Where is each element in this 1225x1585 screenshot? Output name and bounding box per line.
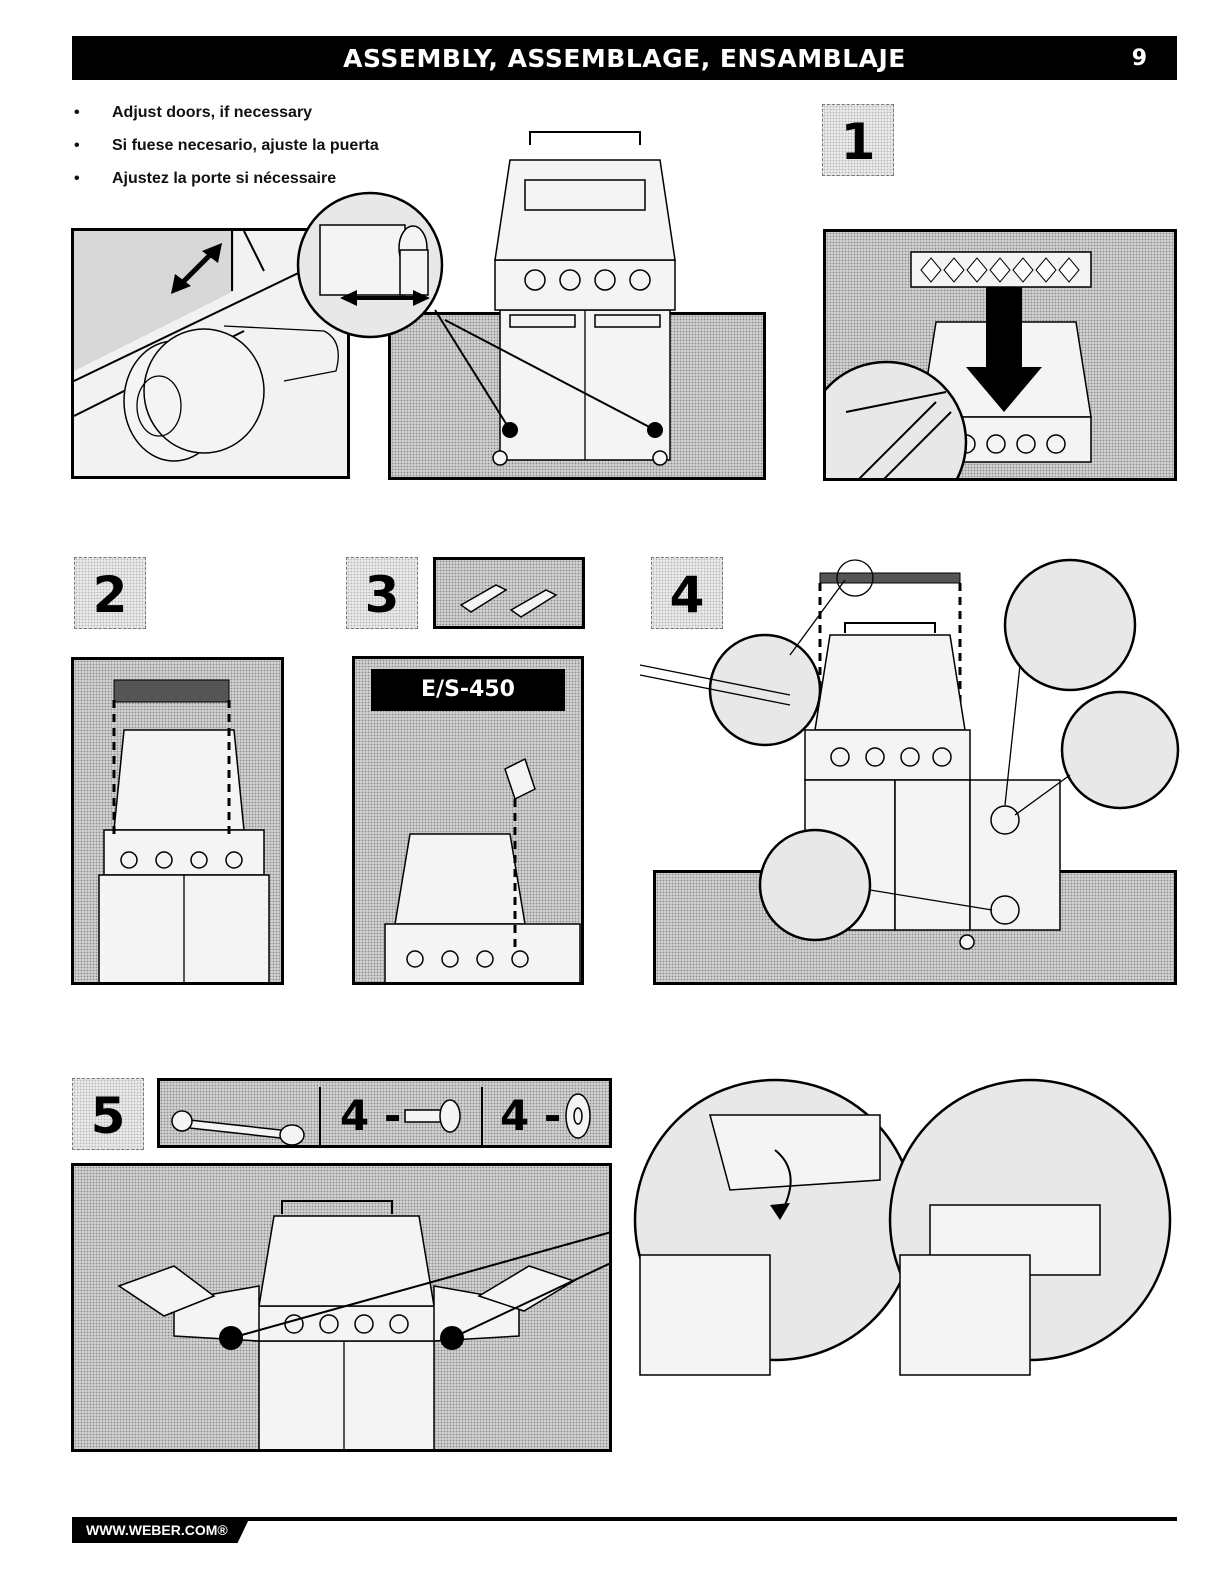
- flavorizer-bar-icon: [436, 560, 585, 629]
- grill-door-illustration: [295, 120, 675, 520]
- step-4-illustration: [630, 555, 1190, 975]
- step-2-panel: [71, 657, 284, 985]
- step-5-illustration: [74, 1166, 612, 1452]
- page-title: ASSEMBLY, ASSEMBLAGE, ENSAMBLAJE: [72, 36, 1177, 80]
- washer-quantity: 4 -: [500, 1089, 561, 1143]
- step-5-parts-box: 4 - 4 -: [157, 1078, 612, 1148]
- screw-icon: [405, 1100, 460, 1132]
- step-2-illustration: [74, 660, 284, 985]
- side-table-detail-illustration: [630, 1075, 1190, 1375]
- page-number: 9: [1132, 36, 1147, 80]
- step-3-panel: E/S-450: [352, 656, 584, 985]
- step-1-panel: [823, 229, 1177, 481]
- step-1-illustration: [826, 232, 1177, 481]
- step-3-parts-box: [433, 557, 585, 629]
- step-5-number: 5: [72, 1078, 144, 1150]
- wrench-icon: [172, 1111, 304, 1145]
- step-5-panel: [71, 1163, 612, 1452]
- step-1-number: 1: [822, 104, 894, 176]
- washer-icon: [566, 1094, 590, 1138]
- step-3-illustration: [355, 659, 584, 985]
- step-3-number: 3: [346, 557, 418, 629]
- page-header: ASSEMBLY, ASSEMBLAGE, ENSAMBLAJE 9: [72, 36, 1177, 80]
- step-2-number: 2: [74, 557, 146, 629]
- screw-quantity: 4 -: [340, 1089, 401, 1143]
- footer-url: WWW.WEBER.COM®: [72, 1517, 250, 1543]
